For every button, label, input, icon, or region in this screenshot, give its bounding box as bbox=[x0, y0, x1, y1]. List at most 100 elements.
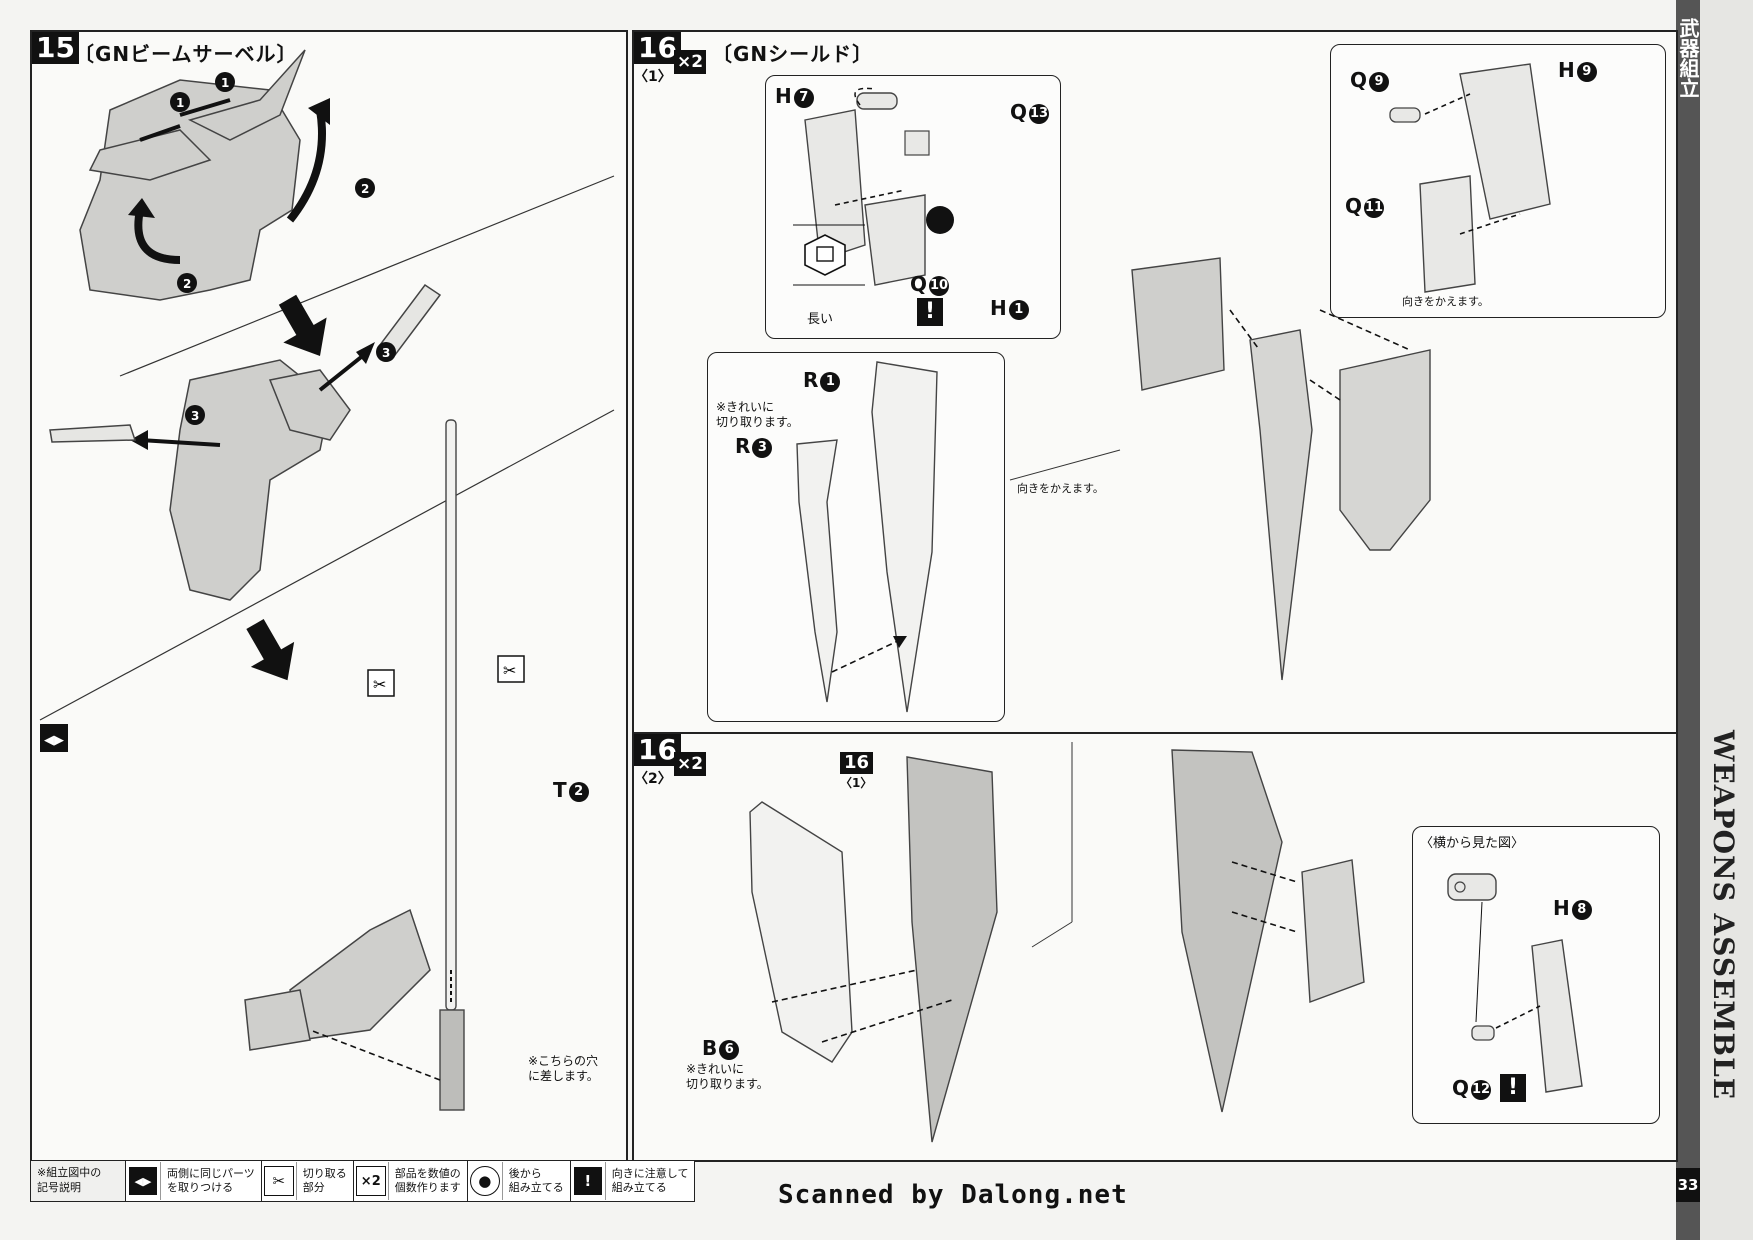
legend-item-cut: ✂ 切り取る 部分 bbox=[262, 1161, 354, 1201]
note-insert-hole: ※こちらの穴 に差します。 bbox=[528, 1054, 599, 1083]
legend-text: 向きに注意して 組み立てる bbox=[611, 1167, 689, 1194]
symbol-legend: ※組立図中の 記号説明 ◀▶ 両側に同じパーツ を取りつける ✂ 切り取る 部分… bbox=[30, 1160, 696, 1202]
part-number-circle: 10 bbox=[929, 276, 950, 296]
ref-step-number: 16 bbox=[840, 752, 874, 774]
step16-1-number: 16 bbox=[634, 32, 681, 64]
step16-2-multiplier: ×2 bbox=[674, 752, 707, 776]
section-title-en: WEAPONS ASSEMBLE bbox=[1707, 730, 1740, 1101]
part-number-circle: 3 bbox=[752, 438, 773, 458]
note-turn-main: 向きをかえます。 bbox=[1017, 482, 1104, 495]
part-letter: H bbox=[990, 296, 1007, 320]
cut-icon-1 bbox=[367, 669, 395, 697]
cut-icon-2 bbox=[497, 655, 525, 683]
rotate-arrow-left bbox=[134, 209, 181, 264]
part-letter: Q bbox=[1010, 100, 1028, 124]
warning-icon: ! bbox=[571, 1162, 606, 1200]
part-number-circle: 7 bbox=[793, 88, 814, 108]
circle-icon: ● bbox=[468, 1162, 503, 1200]
part-letter: R bbox=[803, 368, 819, 392]
legend-icon-box: ! bbox=[573, 1167, 602, 1195]
torso-lower-shape bbox=[169, 359, 351, 601]
badge-2a: 2 bbox=[361, 182, 369, 196]
legend-icon-box: ● bbox=[469, 1166, 500, 1196]
legend-header: ※組立図中の 記号説明 bbox=[31, 1161, 126, 1201]
step16-1-title: 〔GNシールド〕 bbox=[712, 42, 874, 66]
inset-blade-assembly bbox=[707, 352, 1005, 722]
legend-icon-box: ✂ bbox=[263, 1166, 294, 1196]
legend-text: 両側に同じパーツ を取りつける bbox=[167, 1167, 255, 1194]
step16-2-illustration bbox=[749, 742, 1365, 1143]
warning-icon-q12: ! bbox=[1500, 1074, 1526, 1102]
part-number-circle: 1 bbox=[1008, 300, 1029, 320]
part-number-circle: 1 bbox=[820, 372, 841, 392]
part-letter: H bbox=[775, 84, 792, 108]
part-letter: Q bbox=[1452, 1076, 1470, 1100]
arm-shape bbox=[244, 908, 431, 1051]
part-number-circle: 9 bbox=[1369, 72, 1390, 92]
section-title-jp: 武器組立 bbox=[1676, 18, 1700, 98]
part-number-circle: 12 bbox=[1471, 1080, 1492, 1100]
badge-2b: 2 bbox=[183, 277, 191, 291]
both-sides-icon bbox=[40, 724, 68, 752]
note-clean-cut-b: ※きれいに 切り取ります。 bbox=[686, 1062, 769, 1091]
both-sides-icon: ◀▶ bbox=[126, 1162, 161, 1200]
svg-text:✂: ✂ bbox=[373, 675, 386, 694]
legend-icon-box: ◀▶ bbox=[129, 1167, 157, 1195]
part-number-circle: 2 bbox=[568, 782, 589, 802]
torso-upper-shape bbox=[79, 49, 306, 301]
badge-3b: 3 bbox=[191, 409, 199, 423]
svg-text:✂: ✂ bbox=[503, 661, 516, 680]
scissors-icon: ✂ bbox=[262, 1162, 297, 1200]
part-number-circle: 8 bbox=[1571, 900, 1592, 920]
badge-1a: 1 bbox=[221, 76, 229, 90]
label-long: 長い bbox=[807, 312, 834, 327]
part-letter: T bbox=[553, 778, 567, 802]
badge-1b: 1 bbox=[176, 96, 184, 110]
multiplier-icon: ×2 bbox=[354, 1162, 389, 1200]
legend-item-both-sides: ◀▶ 両側に同じパーツ を取りつける bbox=[126, 1161, 262, 1201]
rotate-arrow-right bbox=[286, 109, 326, 223]
step15-illustration: ✂ ✂ ◀▶ 1 1 2 2 3 3 bbox=[39, 49, 615, 1111]
saber-hilt-left bbox=[49, 424, 137, 443]
inset-blade-illustration bbox=[796, 361, 938, 713]
legend-item-multiplier: ×2 部品を数値の 個数作ります bbox=[354, 1161, 468, 1201]
legend-text: 切り取る 部分 bbox=[302, 1167, 347, 1194]
part-letter: Q bbox=[910, 272, 928, 296]
part-number-circle: 6 bbox=[719, 1040, 740, 1060]
legend-item-orientation: ! 向きに注意して 組み立てる bbox=[571, 1161, 695, 1201]
step15-number: 15 bbox=[32, 32, 79, 64]
note-clean-cut-a: ※きれいに 切り取ります。 bbox=[716, 400, 799, 429]
badge-3a: 3 bbox=[382, 346, 390, 360]
side-view-label: 〈横から見た図〉 bbox=[1420, 836, 1525, 851]
beam-blade bbox=[445, 419, 457, 1011]
step16-1-sub: 〈1〉 bbox=[634, 69, 672, 85]
side-bar bbox=[1676, 0, 1700, 1240]
legend-text: 部品を数値の 個数作ります bbox=[394, 1167, 461, 1194]
part-letter: B bbox=[702, 1036, 718, 1060]
legend-icon-box: ×2 bbox=[355, 1166, 386, 1196]
arrow-down-2 bbox=[246, 619, 295, 681]
step16-2-sub: 〈2〉 bbox=[634, 771, 672, 787]
page-number: 33 bbox=[1676, 1168, 1700, 1202]
note-turn-inset: 向きをかえます。 bbox=[1402, 295, 1489, 308]
step16-1-multiplier: ×2 bbox=[674, 50, 707, 74]
part-number-circle: 9 bbox=[1576, 62, 1597, 82]
svg-text:◀▶: ◀▶ bbox=[44, 733, 64, 748]
part-letter: H bbox=[1553, 896, 1570, 920]
legend-text: 後から 組み立てる bbox=[508, 1167, 564, 1194]
step15-title: 〔GNビームサーベル〕 bbox=[74, 42, 298, 66]
inset-frame-illustration bbox=[793, 87, 954, 286]
legend-item-later: ● 後から 組み立てる bbox=[468, 1161, 571, 1201]
inset-q9-illustration bbox=[1389, 63, 1551, 293]
scan-credit: Scanned by Dalong.net bbox=[778, 1180, 1128, 1210]
arrow-down-1 bbox=[278, 294, 327, 356]
part-letter: H bbox=[1558, 58, 1575, 82]
